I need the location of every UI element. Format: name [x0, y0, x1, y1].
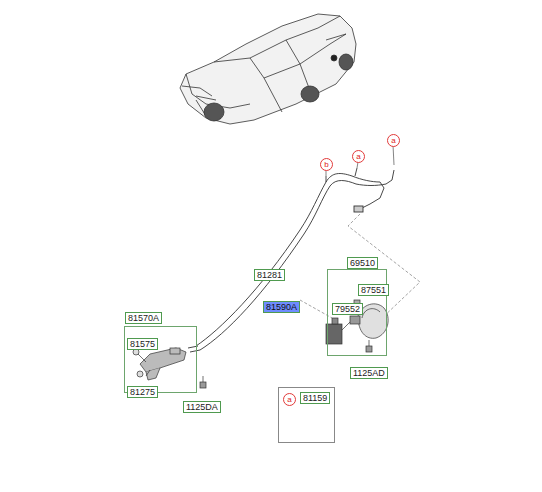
- callout-letter: a: [352, 150, 365, 163]
- group-number: 69510: [347, 257, 378, 269]
- part-number-box: 81275: [127, 381, 158, 399]
- part-number: 81575: [127, 338, 158, 350]
- part-number: 81281: [254, 269, 285, 281]
- group-number: 81570A: [125, 312, 162, 324]
- part-number: 81159: [300, 392, 330, 404]
- part-number: 81590A: [263, 301, 300, 313]
- guide-line: [300, 214, 420, 320]
- part-number: 1125AD: [350, 367, 388, 379]
- part-number-box: 79552: [332, 298, 363, 316]
- callout-letter: a: [283, 393, 296, 406]
- callout-letter: b: [320, 158, 333, 171]
- car-illustration: [180, 14, 356, 124]
- callout-letter: a: [387, 134, 400, 147]
- release-cable: [188, 168, 394, 352]
- fuel-door: [326, 300, 388, 344]
- part-number: 81275: [127, 386, 158, 398]
- release-lever: [133, 348, 186, 380]
- part-number: 1125DA: [183, 401, 221, 413]
- part-number-box: 81575: [127, 333, 158, 351]
- part-number: 87551: [358, 284, 389, 296]
- detail-box: a 81159: [278, 387, 335, 443]
- bolt: [200, 340, 372, 388]
- part-group: 695108755179552: [327, 269, 387, 356]
- part-number-box: 81590A: [263, 296, 300, 314]
- part-number-box: 81281: [254, 264, 285, 282]
- part-number-box: 87551: [358, 279, 389, 297]
- part-number: 79552: [332, 303, 363, 315]
- part-number-box: 1125DA: [183, 396, 221, 414]
- part-group: 81570A8157581275: [124, 326, 197, 393]
- part-number-box: 1125AD: [350, 362, 388, 380]
- leader-line: [326, 145, 394, 176]
